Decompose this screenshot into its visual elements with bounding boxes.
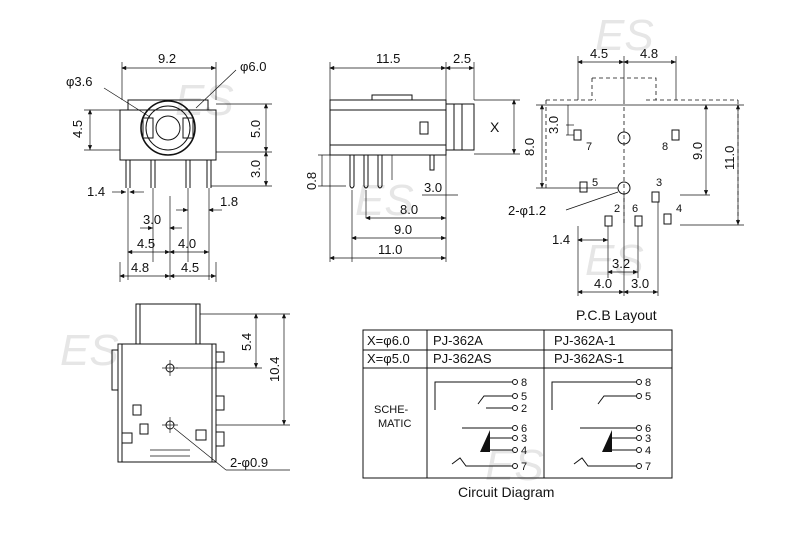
circuit-row1-x: X=φ6.0	[367, 333, 410, 348]
front-bottom-right-dim: 4.5	[181, 260, 199, 275]
svg-text:5: 5	[645, 391, 651, 403]
side-body-length-dim: 11.5	[376, 51, 400, 66]
svg-text:3: 3	[656, 177, 662, 189]
svg-text:4: 4	[521, 445, 527, 457]
svg-text:ES: ES	[60, 326, 119, 375]
front-pin-height-dim: 3.0	[248, 160, 263, 178]
circuit-row2-x: X=φ5.0	[367, 351, 410, 366]
circuit-caption: Circuit Diagram	[458, 484, 554, 500]
svg-text:7: 7	[521, 461, 527, 473]
front-left-height-dim: 4.5	[70, 120, 85, 138]
schematic-b: 8 5 6 3 4 7	[551, 377, 651, 473]
svg-text:6: 6	[632, 203, 638, 215]
circuit-diagram: X=φ6.0 PJ-362A PJ-362A-1 X=φ5.0 PJ-362AS…	[362, 329, 673, 500]
bottom-view: 5.4 10.4 2-φ0.9	[111, 303, 290, 471]
pcb-right-a-dim: 9.0	[690, 142, 705, 160]
front-right-height-dim: 5.0	[248, 120, 263, 138]
pcb-bot-c-dim: 4.0	[594, 276, 612, 291]
svg-text:6: 6	[521, 423, 527, 435]
pcb-right-b-dim: 11.0	[722, 146, 737, 170]
svg-text:2: 2	[521, 403, 527, 415]
pcb-caption: P.C.B Layout	[576, 307, 657, 323]
circuit-row2-b: PJ-362AS-1	[554, 351, 624, 366]
front-hole-small-dim: φ3.6	[66, 74, 93, 89]
pcb-top-left-dim: 4.5	[590, 46, 608, 61]
svg-text:8: 8	[645, 377, 651, 389]
svg-text:4: 4	[645, 445, 651, 457]
pcb-bot-a-dim: 1.4	[552, 232, 570, 247]
pcb-layout: 4.5 4.8 7 8 5 3 2 6 4 3.0	[508, 46, 744, 323]
svg-text:4: 4	[676, 203, 682, 215]
side-x-label: X	[490, 119, 500, 135]
svg-text:3: 3	[521, 433, 527, 445]
circuit-row1-a: PJ-362A	[433, 333, 483, 348]
svg-text:5: 5	[592, 177, 598, 189]
circuit-schematic-label-2: MATIC	[378, 418, 411, 430]
circuit-row2-a: PJ-362AS	[433, 351, 492, 366]
svg-text:7: 7	[586, 141, 592, 153]
pcb-bot-b-dim: 3.2	[612, 256, 630, 271]
front-width-dim: 9.2	[158, 51, 176, 66]
svg-text:ES: ES	[585, 236, 644, 285]
side-pin-length-dim: 0.8	[304, 172, 319, 190]
svg-text:5: 5	[521, 391, 527, 403]
front-pin-offset-dim: 1.4	[87, 184, 105, 199]
front-lower-left-dim: 4.5	[137, 236, 155, 251]
svg-text:8: 8	[521, 377, 527, 389]
svg-text:3: 3	[645, 433, 651, 445]
svg-text:6: 6	[645, 423, 651, 435]
side-dim-c: 11.0	[378, 242, 402, 257]
pcb-bot-d-dim: 3.0	[631, 276, 649, 291]
front-hole-large-dim: φ6.0	[240, 59, 267, 74]
front-lower-right-dim: 4.0	[178, 236, 196, 251]
side-nose-length-dim: 2.5	[453, 51, 471, 66]
circuit-row1-b: PJ-362A-1	[554, 333, 615, 348]
bottom-height-b-dim: 10.4	[267, 357, 282, 382]
bottom-hole-note: 2-φ0.9	[230, 455, 268, 470]
side-dim-a: 8.0	[400, 202, 418, 217]
front-pin-space-a-dim: 3.0	[143, 212, 161, 227]
svg-text:8: 8	[662, 141, 668, 153]
svg-text:ES: ES	[595, 11, 654, 60]
pcb-hole-note: 2-φ1.2	[508, 203, 546, 218]
bottom-height-a-dim: 5.4	[239, 333, 254, 351]
pcb-top-right-dim: 4.8	[640, 46, 658, 61]
front-view: 9.2 φ3.6 φ6.0 4.5 5.0 3.0	[66, 51, 272, 282]
pcb-pad-dist-dim: 3.0	[546, 116, 561, 134]
schematic-a: 8 5 2 6 3 4 7	[434, 377, 527, 473]
side-view: 11.5 2.5 X 0.8 3.0	[304, 51, 520, 262]
front-bottom-left-dim: 4.8	[131, 260, 149, 275]
pcb-left-height-dim: 8.0	[522, 138, 537, 156]
circuit-schematic-label-1: SCHE-	[374, 404, 409, 416]
front-pin-space-b-dim: 1.8	[220, 194, 238, 209]
svg-text:7: 7	[645, 461, 651, 473]
watermark: ES ES ES ES ES ES	[60, 11, 654, 490]
svg-text:2: 2	[614, 203, 620, 215]
side-dim-b: 9.0	[394, 222, 412, 237]
side-pin-step-dim: 3.0	[424, 180, 442, 195]
